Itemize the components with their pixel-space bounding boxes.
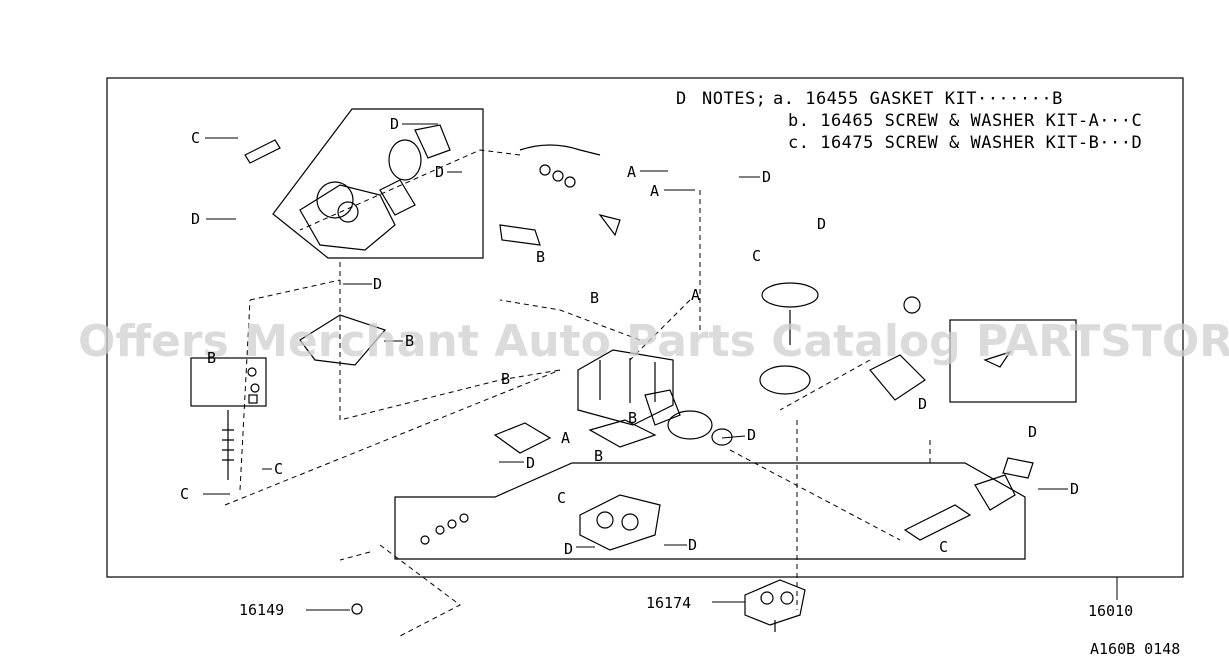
- watermark-text: Offers Merchant Auto Parts Catalog PARTS…: [78, 316, 1229, 367]
- ref-label-c: C: [274, 460, 283, 478]
- ref-label-d: D: [688, 536, 697, 554]
- main-frame: [106, 77, 1184, 578]
- ref-label-b: B: [590, 289, 599, 307]
- ref-label-d: D: [526, 454, 535, 472]
- ref-label-d: D: [817, 215, 826, 233]
- ref-label-b: B: [207, 349, 216, 367]
- ref-label-a: A: [691, 286, 700, 304]
- notes-line-b: b. 16465 SCREW & WASHER KIT-A···C: [788, 111, 1142, 131]
- ref-label-c: C: [180, 485, 189, 503]
- right-inset-box: [949, 319, 1077, 403]
- ref-label-b: B: [628, 409, 637, 427]
- diagram-code: A160B 0148: [1090, 640, 1180, 658]
- part-number-16174: 16174: [646, 594, 691, 612]
- ref-label-d: D: [1028, 423, 1037, 441]
- ref-label-d: D: [1070, 480, 1079, 498]
- label-leaders: [203, 123, 1118, 611]
- ref-label-d: D: [564, 540, 573, 558]
- ref-label-d: D: [390, 115, 399, 133]
- ref-label-a: A: [650, 182, 659, 200]
- ref-label-c: C: [191, 129, 200, 147]
- part-number-16149: 16149: [239, 601, 284, 619]
- ref-label-c: C: [557, 489, 566, 507]
- ref-label-b: B: [594, 447, 603, 465]
- ref-label-b: B: [405, 332, 414, 350]
- small-left-box: [190, 357, 267, 407]
- ref-label-d: D: [191, 210, 200, 228]
- ref-label-d: D: [762, 168, 771, 186]
- part-sketches: [222, 124, 1034, 632]
- reference-letters: C D D D D B B A A D B B C D A B A B B D …: [180, 115, 1079, 558]
- ref-label-c: C: [752, 247, 761, 265]
- ref-label-b: B: [536, 248, 545, 266]
- lower-assembly-box: [394, 462, 1026, 560]
- notes-line-c: c. 16475 SCREW & WASHER KIT-B···D: [788, 133, 1142, 153]
- notes-d-marker: D: [676, 89, 687, 109]
- ref-label-d: D: [747, 426, 756, 444]
- ref-label-d: D: [435, 163, 444, 181]
- ref-label-d: D: [918, 395, 927, 413]
- notes-header: NOTES;: [702, 89, 766, 109]
- ref-label-c: C: [939, 538, 948, 556]
- ref-label-a: A: [561, 429, 570, 447]
- part-number-16010: 16010: [1088, 602, 1133, 620]
- ref-label-b: B: [501, 370, 510, 388]
- top-assembly-box: [272, 108, 484, 259]
- notes-line-a: a. 16455 GASKET KIT·······B: [773, 89, 1063, 109]
- ref-label-d: D: [373, 275, 382, 293]
- ref-label-a: A: [627, 163, 636, 181]
